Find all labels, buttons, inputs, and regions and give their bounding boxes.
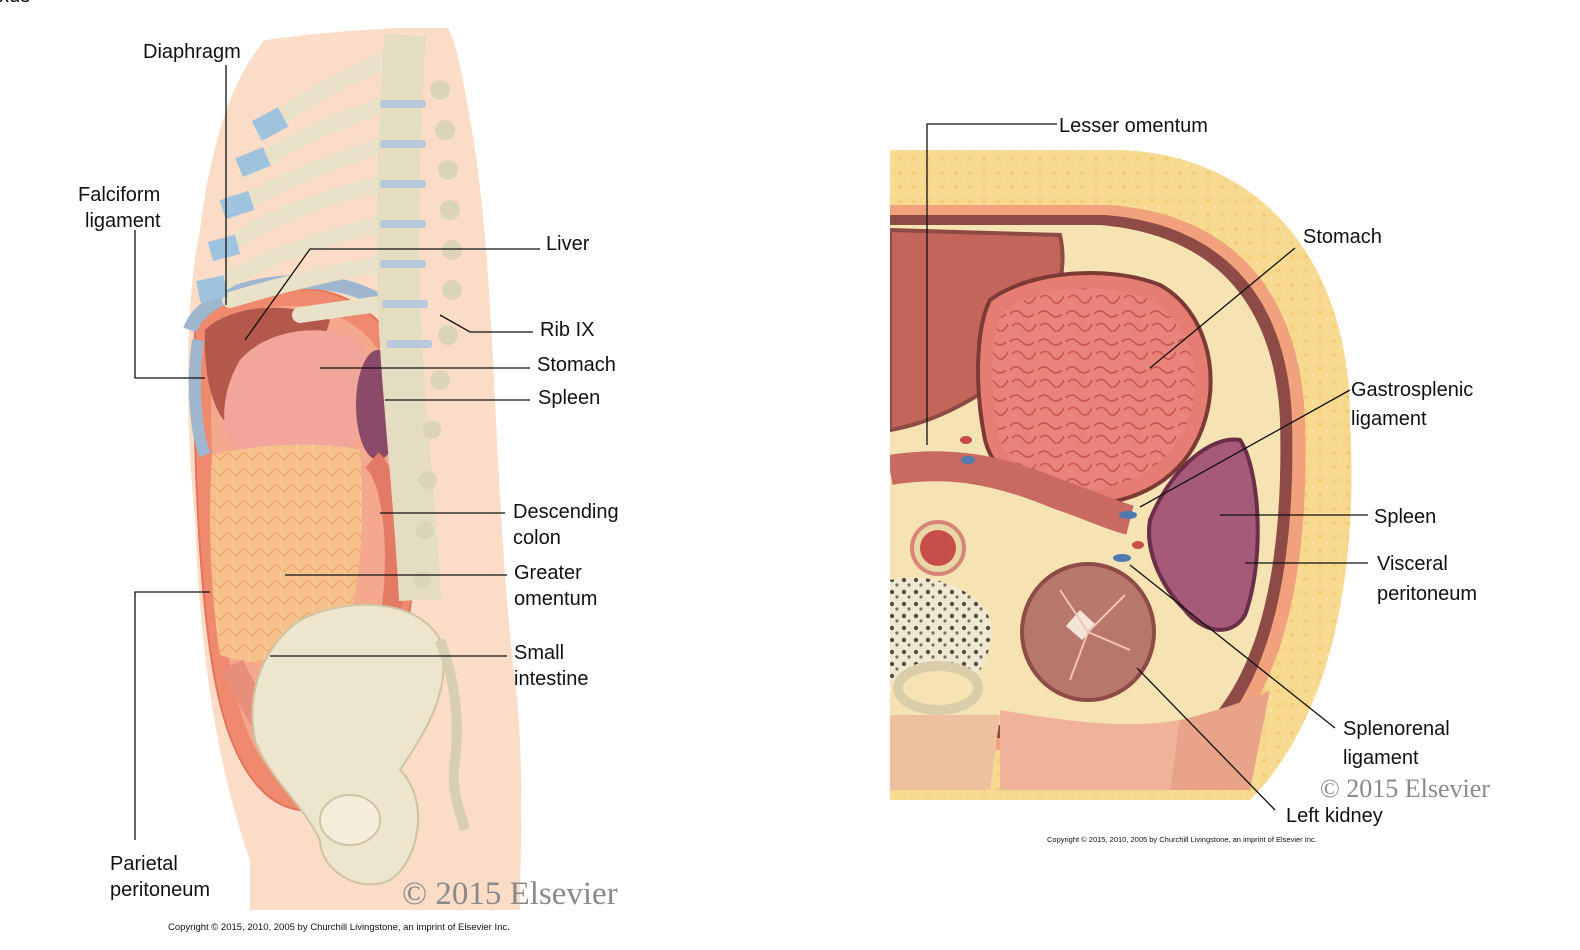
left-leader-lines [134, 65, 540, 840]
label-falciform-line2: ligament [85, 210, 161, 232]
label-parietal-peritoneum-line2: peritoneum [110, 879, 210, 901]
label-spleen-right: Spleen [1374, 506, 1436, 528]
label-small-intestine-line1: Small [514, 642, 564, 664]
label-lesser-omentum: Lesser omentum [1059, 115, 1208, 137]
copyright-left: Copyright © 2015, 2010, 2005 by Churchil… [168, 922, 510, 933]
copyright-right: Copyright © 2015, 2010, 2005 by Churchil… [1047, 835, 1317, 844]
watermark-left: © 2015 Elsevier [402, 876, 618, 912]
right-figure-illustration [890, 150, 1352, 800]
label-descending-colon-line2: colon [513, 527, 561, 549]
label-small-intestine-line2: intestine [514, 668, 589, 690]
watermark-right: © 2015 Elsevier [1320, 774, 1490, 803]
label-descending-colon-line1: Descending [513, 501, 619, 523]
label-rib-ix: Rib IX [540, 319, 594, 341]
label-visceral-peritoneum-line2: peritoneum [1377, 583, 1477, 605]
label-splenorenal-line1: Splenorenal [1343, 718, 1450, 740]
left-figure-illustration [183, 28, 522, 910]
label-stomach-right: Stomach [1303, 226, 1382, 248]
label-splenorenal-line2: ligament [1343, 747, 1419, 769]
cut-off-header-text: exus [0, 0, 30, 7]
label-left-kidney: Left kidney [1286, 805, 1383, 827]
label-spleen-left: Spleen [538, 387, 600, 409]
label-greater-omentum-line2: omentum [514, 588, 597, 610]
label-greater-omentum-line1: Greater [514, 562, 582, 584]
label-stomach-left: Stomach [537, 354, 616, 376]
label-visceral-peritoneum-line1: Visceral [1377, 553, 1448, 575]
label-gastrosplenic-line2: ligament [1351, 408, 1427, 430]
label-diaphragm: Diaphragm [143, 41, 241, 63]
label-parietal-peritoneum-line1: Parietal [110, 853, 178, 875]
right-leader-lines [926, 123, 1368, 811]
label-falciform-line1: Falciform [78, 184, 160, 206]
label-gastrosplenic-line1: Gastrosplenic [1351, 379, 1473, 401]
label-liver: Liver [546, 233, 590, 255]
